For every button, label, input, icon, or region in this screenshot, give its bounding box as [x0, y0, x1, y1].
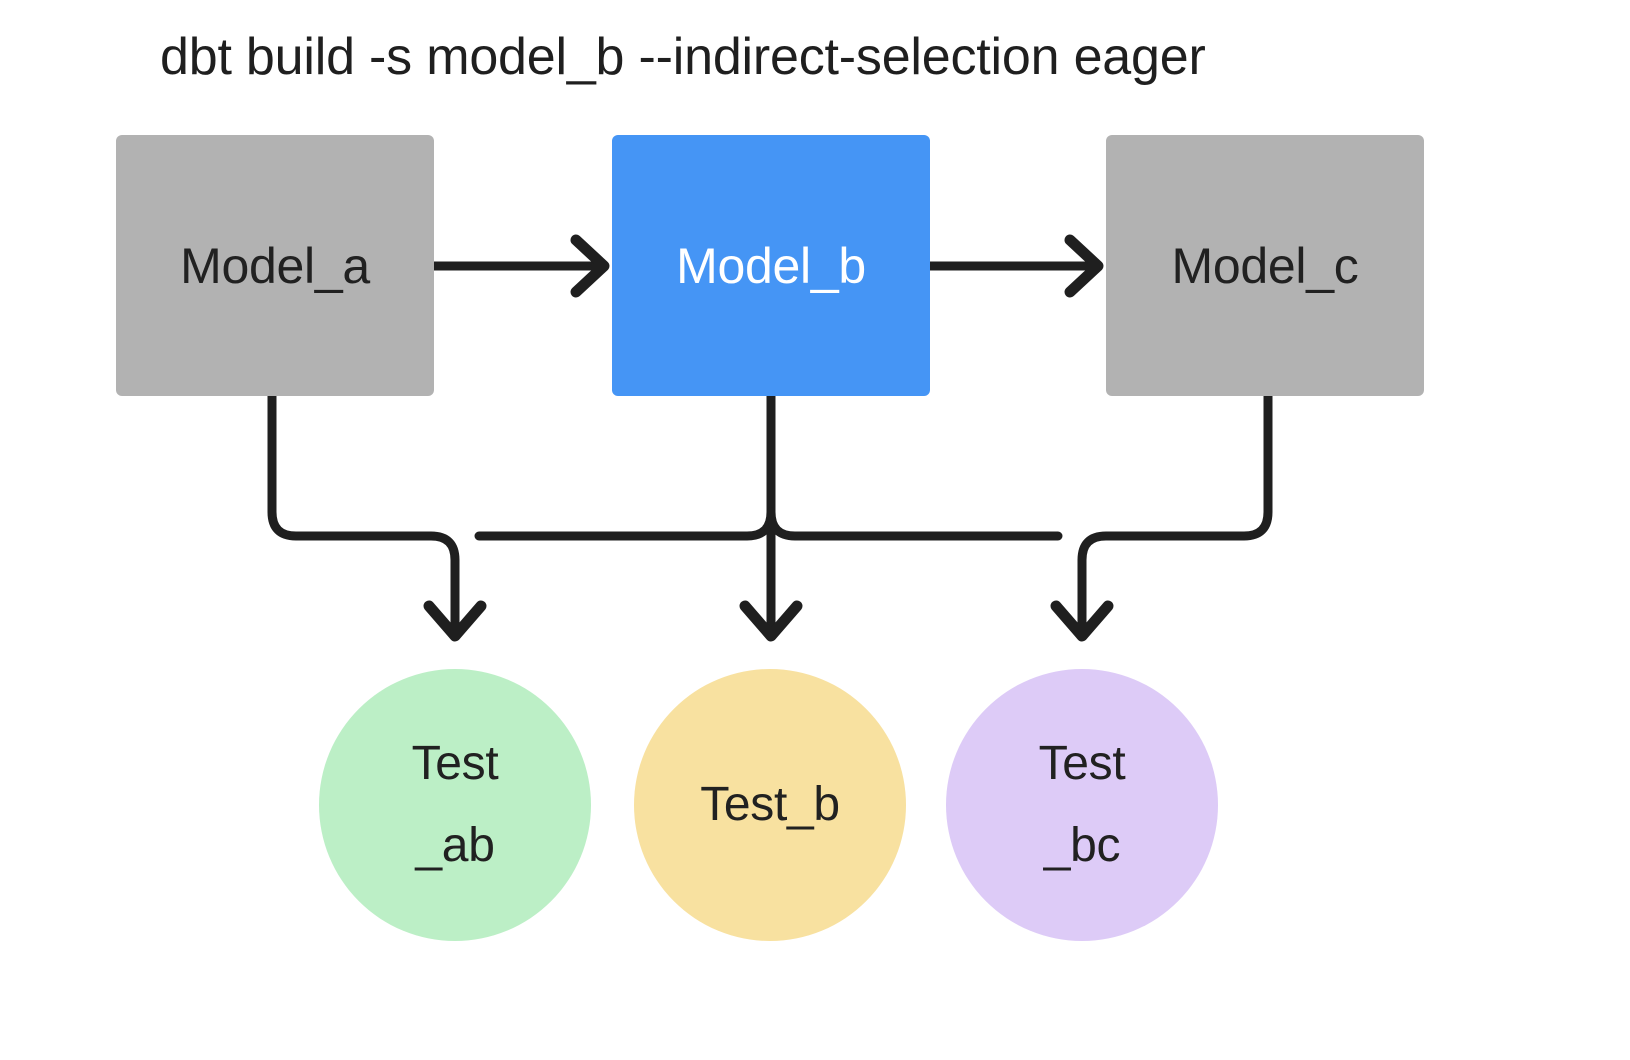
node-test-b-label-line1: Test_b — [700, 778, 840, 831]
edge-model-c-to-test-bc — [1050, 391, 1273, 642]
node-model-b-label: Model_b — [676, 237, 866, 294]
node-model-a[interactable]: Model_a — [116, 135, 434, 396]
node-test-ab-label-line1: Test — [411, 737, 499, 790]
edge-model-b-to-test-b — [739, 391, 803, 642]
node-test-ab[interactable]: Test _ab — [319, 669, 591, 941]
node-model-c[interactable]: Model_c — [1106, 135, 1424, 396]
diagram-title: dbt build -s model_b --indirect-selectio… — [160, 28, 1206, 86]
edge-model-a-to-model-b — [429, 234, 610, 298]
edge-model-a-to-test-ab — [267, 391, 487, 642]
edge-model-b-to-test-ab — [474, 507, 776, 541]
node-model-b[interactable]: Model_b — [612, 135, 930, 396]
node-test-ab-label-line2: _ab — [415, 819, 495, 872]
node-test-bc-label-line1: Test — [1038, 737, 1126, 790]
node-model-c-label: Model_c — [1171, 237, 1359, 294]
node-test-bc-label-line2: _bc — [1043, 819, 1121, 872]
node-model-a-label: Model_a — [180, 237, 370, 294]
edge-model-b-to-model-c — [925, 234, 1104, 298]
node-test-bc[interactable]: Test _bc — [946, 669, 1218, 941]
edge-model-b-to-test-bc — [766, 507, 1063, 541]
node-test-b[interactable]: Test_b — [634, 669, 906, 941]
